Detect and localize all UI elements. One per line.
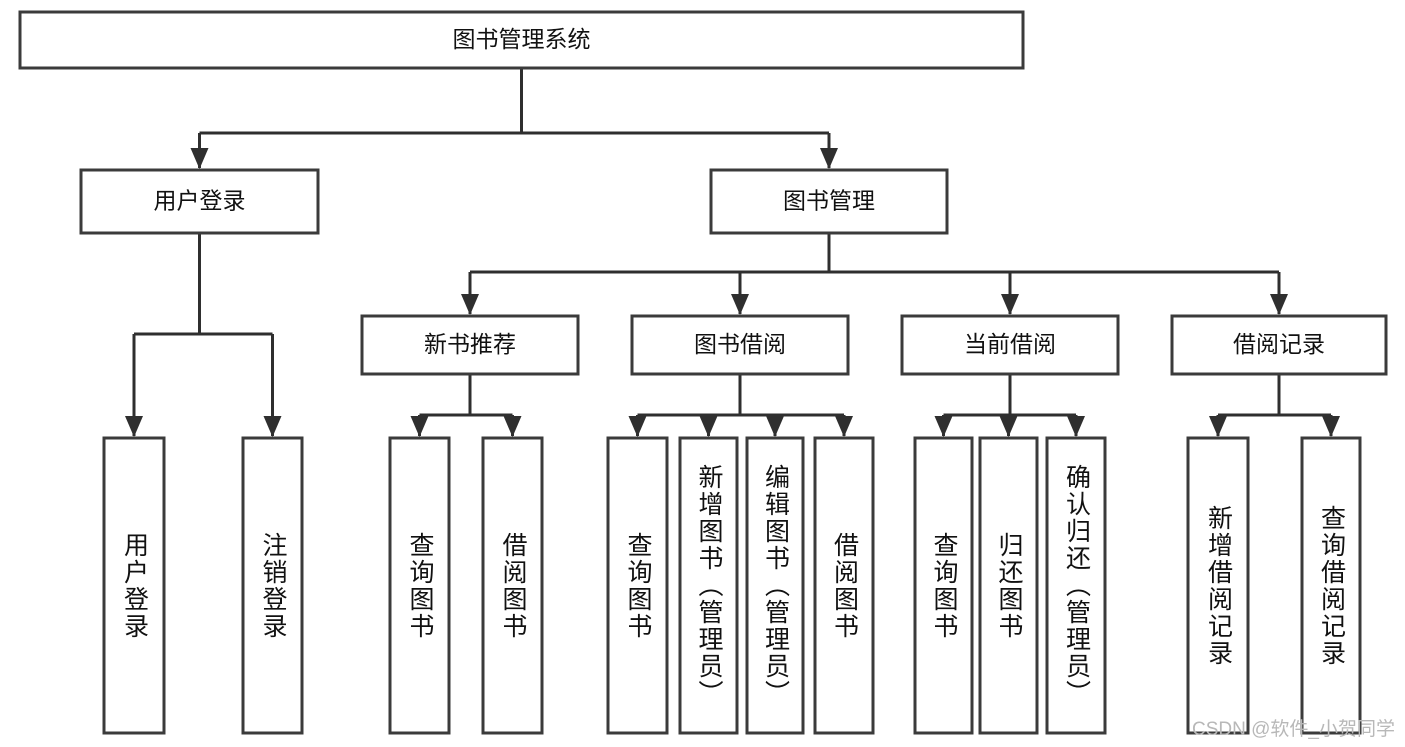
arrow-current-borrow-to-leaf-return-book bbox=[999, 416, 1018, 437]
leaf-node-leaf-logout bbox=[241, 436, 304, 735]
arrow-book-borrow-to-leaf-edit-book bbox=[766, 416, 784, 437]
arrow-root-to-user-login bbox=[190, 148, 209, 169]
arrow-current-borrow-to-leaf-query-book-3 bbox=[934, 416, 953, 437]
arrow-root-to-book-manage bbox=[820, 148, 838, 169]
leaf-node-leaf-confirm-return bbox=[1045, 436, 1107, 735]
arrow-book-borrow-to-leaf-query-book-2 bbox=[628, 416, 647, 437]
node-label-book-borrow: 图书借阅 bbox=[694, 331, 786, 357]
arrow-book-borrow-to-leaf-add-book bbox=[699, 416, 718, 437]
node-book-borrow bbox=[630, 314, 850, 376]
arrow-book-manage-to-new-book-recommend bbox=[461, 294, 479, 315]
node-label-borrow-record: 借阅记录 bbox=[1233, 331, 1325, 357]
leaf-node-leaf-add-record bbox=[1186, 436, 1250, 735]
arrow-borrow-record-to-leaf-add-record bbox=[1209, 416, 1227, 437]
node-book-manage bbox=[709, 168, 949, 235]
node-new-book-recommend bbox=[360, 314, 580, 376]
leaf-node-leaf-query-book-3 bbox=[913, 436, 974, 735]
node-root bbox=[18, 10, 1025, 70]
leaf-node-leaf-add-book bbox=[678, 436, 739, 735]
leaf-node-leaf-user-login bbox=[102, 436, 166, 735]
node-current-borrow bbox=[900, 314, 1120, 376]
arrow-new-book-recommend-to-leaf-query-book-1 bbox=[410, 416, 429, 437]
arrow-user-login-to-leaf-logout bbox=[263, 416, 282, 437]
leaf-node-leaf-query-record bbox=[1300, 436, 1362, 735]
arrow-book-manage-to-current-borrow bbox=[1001, 294, 1019, 315]
node-label-root: 图书管理系统 bbox=[453, 26, 591, 52]
leaf-node-leaf-borrow-book-1 bbox=[481, 436, 544, 735]
arrow-book-manage-to-book-borrow bbox=[731, 294, 749, 315]
arrow-book-manage-to-borrow-record bbox=[1270, 294, 1288, 315]
leaf-node-leaf-return-book bbox=[978, 436, 1039, 735]
node-user-login bbox=[79, 168, 320, 235]
arrow-book-borrow-to-leaf-borrow-book-2 bbox=[835, 416, 853, 437]
node-label-new-book-recommend: 新书推荐 bbox=[424, 331, 516, 357]
leaf-node-leaf-edit-book bbox=[745, 436, 805, 735]
node-label-book-manage: 图书管理 bbox=[783, 188, 875, 214]
leaf-node-leaf-query-book-2 bbox=[606, 436, 669, 735]
connector-layer bbox=[125, 68, 1340, 437]
node-box-layer bbox=[18, 10, 1388, 735]
leaf-node-leaf-query-book-1 bbox=[388, 436, 451, 735]
node-label-user-login: 用户登录 bbox=[154, 188, 246, 214]
arrow-borrow-record-to-leaf-query-record bbox=[1322, 416, 1340, 437]
node-label-current-borrow: 当前借阅 bbox=[964, 331, 1056, 357]
leaf-node-leaf-borrow-book-2 bbox=[813, 436, 875, 735]
watermark-text: CSDN @软件_小贺同学 bbox=[1192, 719, 1395, 740]
arrow-current-borrow-to-leaf-confirm-return bbox=[1067, 416, 1085, 437]
node-borrow-record bbox=[1170, 314, 1388, 376]
arrow-user-login-to-leaf-user-login bbox=[125, 416, 143, 437]
arrow-new-book-recommend-to-leaf-borrow-book-1 bbox=[503, 416, 522, 437]
